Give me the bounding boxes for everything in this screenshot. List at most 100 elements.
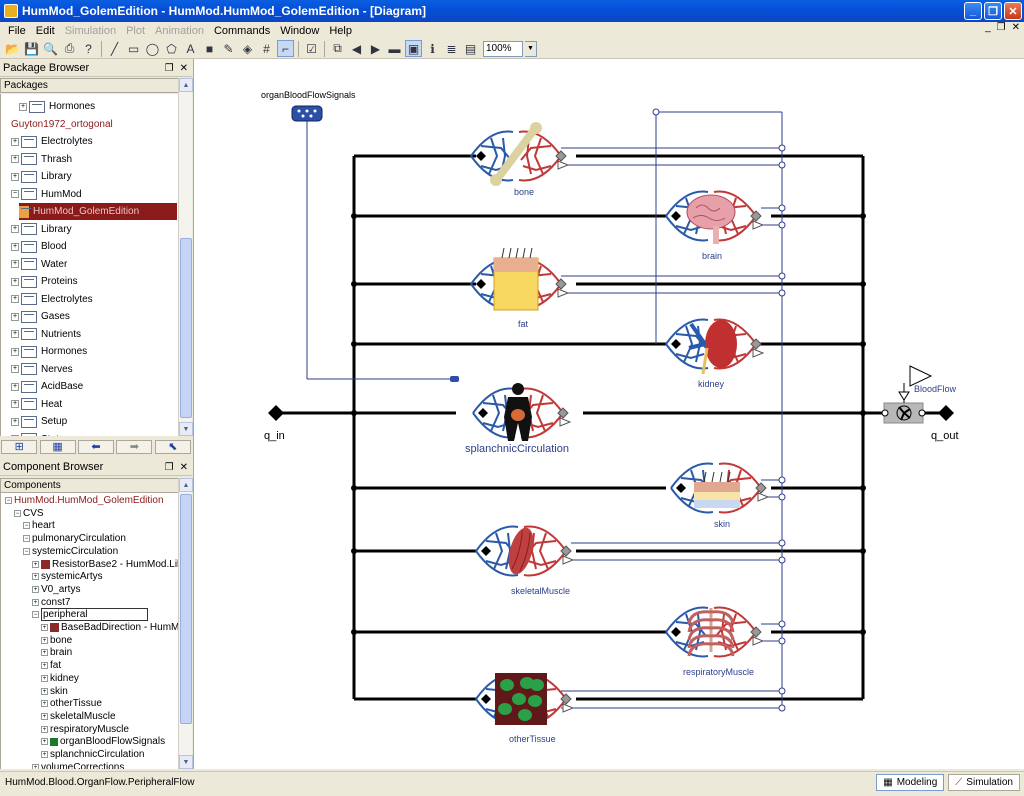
scroll-down-icon[interactable]: ▼ — [179, 422, 193, 436]
expand-icon[interactable]: − — [23, 535, 30, 543]
expand-icon[interactable]: + — [32, 560, 39, 568]
layers-icon[interactable]: ⧉ — [333, 41, 342, 55]
search-icon[interactable]: 🔍 — [43, 41, 58, 56]
expand-icon[interactable]: + — [32, 573, 39, 581]
package-item[interactable]: Guyton1972_ortogonal — [11, 116, 113, 133]
organ-component[interactable]: kidney — [665, 318, 765, 390]
package-item[interactable]: −HumMod — [11, 186, 82, 203]
component-item[interactable]: +skin — [41, 685, 68, 698]
component-item[interactable]: +splanchnicCirculation — [41, 748, 145, 761]
expand-icon[interactable]: − — [23, 547, 30, 555]
expand-icon[interactable]: + — [41, 738, 48, 746]
info-view-icon[interactable]: ℹ — [430, 41, 435, 56]
close-panel-icon[interactable]: ✕ — [179, 461, 188, 473]
text-tool-icon[interactable]: A — [186, 41, 195, 56]
component-item[interactable]: −heart — [23, 519, 55, 532]
bus-connector[interactable] — [291, 105, 323, 122]
expand-icon[interactable]: + — [41, 674, 48, 682]
expand-icon[interactable]: + — [11, 155, 19, 163]
package-item[interactable]: +Proteins — [11, 273, 78, 290]
polygon-tool-icon[interactable]: ⬠ — [166, 41, 177, 56]
zoom-field[interactable]: 100% — [483, 40, 523, 57]
expand-icon[interactable]: + — [11, 312, 19, 321]
expand-icon[interactable]: + — [11, 435, 19, 436]
expand-icon[interactable]: + — [19, 102, 27, 111]
mdi-minimize-icon[interactable]: _ — [985, 22, 991, 33]
package-item[interactable]: HumMod_GolemEdition — [19, 203, 177, 220]
package-item[interactable]: +Gases — [11, 308, 70, 325]
menu-help[interactable]: Help — [329, 24, 352, 37]
expand-icon[interactable]: − — [23, 522, 30, 530]
expand-icon[interactable]: + — [11, 382, 19, 391]
float-icon[interactable]: ❐ — [164, 461, 174, 473]
package-scrollbar[interactable]: ▲ ▼ — [178, 78, 193, 436]
scroll-thumb[interactable] — [180, 494, 192, 724]
expand-icon[interactable]: + — [11, 347, 19, 356]
component-item[interactable]: +const7 — [32, 596, 70, 609]
package-item[interactable]: +Hormones — [19, 98, 95, 115]
organ-component[interactable]: brain — [665, 190, 765, 262]
line-color-icon[interactable]: ✎ — [223, 41, 234, 56]
organ-component[interactable]: bone — [470, 122, 570, 197]
component-item[interactable]: +volumeCorrections — [32, 761, 124, 769]
component-item[interactable]: +respiratoryMuscle — [41, 723, 129, 736]
component-item[interactable]: +otherTissue — [41, 697, 102, 710]
mdi-close-icon[interactable]: ✕ — [1011, 22, 1020, 33]
chevron-down-icon[interactable]: ▼ — [525, 40, 537, 57]
expand-icon[interactable]: + — [11, 295, 19, 303]
expand-icon[interactable]: + — [41, 751, 48, 758]
organ-component[interactable]: skeletalMuscle — [475, 525, 575, 596]
package-item[interactable]: +Library — [11, 221, 72, 238]
q-out-port[interactable] — [938, 405, 954, 421]
ellipse-tool-icon[interactable]: ◯ — [145, 41, 160, 56]
text-view-icon[interactable]: ≣ — [446, 41, 457, 56]
expand-icon[interactable]: + — [11, 417, 19, 426]
expand-icon[interactable]: + — [11, 137, 19, 146]
documentation-icon[interactable]: ▤ — [464, 41, 477, 56]
package-item[interactable]: +Electrolytes — [11, 291, 93, 308]
diagram-view-icon[interactable]: ▣ — [405, 40, 422, 57]
component-item[interactable]: +organBloodFlowSignals — [41, 735, 165, 748]
component-item[interactable]: −peripheral — [32, 608, 149, 622]
component-item[interactable]: −CVS — [14, 507, 44, 520]
expand-icon[interactable]: + — [41, 649, 48, 657]
component-item[interactable]: +systemicArtys — [32, 570, 103, 583]
grid-view-icon[interactable]: ▦ — [39, 439, 76, 454]
component-item[interactable]: +fat — [41, 659, 61, 672]
package-item[interactable]: +Nerves — [11, 361, 73, 378]
minimize-button[interactable]: _ — [964, 2, 982, 20]
help-cursor-icon[interactable]: ? — [85, 41, 92, 56]
package-item[interactable]: +Library — [11, 168, 72, 185]
package-item[interactable]: +Nutrients — [11, 326, 81, 343]
nav-forward-icon[interactable]: ➡ — [116, 439, 153, 454]
component-item[interactable]: −HumMod.HumMod_GolemEdition — [5, 494, 164, 507]
expand-icon[interactable]: + — [41, 687, 48, 695]
scroll-down-icon[interactable]: ▼ — [179, 755, 193, 769]
component-item[interactable]: +brain — [41, 646, 72, 659]
expand-icon[interactable]: + — [11, 172, 19, 181]
organ-component[interactable]: otherTissue — [475, 673, 575, 744]
expand-icon[interactable]: + — [11, 260, 19, 268]
expand-icon[interactable]: + — [41, 624, 48, 631]
nav-up-icon[interactable]: ⬉ — [154, 439, 191, 454]
package-item[interactable]: +Thrash — [11, 151, 72, 168]
line-tool-icon[interactable]: ╱ — [110, 41, 119, 56]
package-item[interactable]: +Water — [11, 256, 67, 273]
package-item[interactable]: +Status — [11, 431, 69, 436]
print-icon[interactable]: ⎙ — [64, 41, 75, 55]
component-item[interactable]: +BaseBadDirection - HumMo... — [41, 621, 178, 634]
scroll-thumb[interactable] — [180, 238, 192, 418]
connect-mode-icon[interactable]: ⌐ — [277, 40, 294, 57]
scroll-up-icon[interactable]: ▲ — [179, 78, 193, 92]
expand-icon[interactable]: + — [32, 598, 39, 606]
fill-color-icon[interactable]: ◈ — [242, 41, 253, 56]
menu-edit[interactable]: Edit — [35, 24, 55, 37]
modeling-mode-button[interactable]: ▦Modeling — [876, 774, 945, 791]
float-icon[interactable]: ❐ — [164, 62, 174, 74]
diagram-canvas[interactable]: organBloodFlowSignals q_in q_out BloodFl… — [193, 59, 1024, 769]
component-item[interactable]: −systemicCirculation — [23, 545, 118, 558]
organ-component[interactable]: respiratoryMuscle — [665, 606, 765, 678]
component-scrollbar[interactable]: ▲ ▼ — [178, 478, 193, 769]
expand-icon[interactable]: + — [32, 585, 39, 593]
open-icon[interactable]: 📂 — [5, 41, 20, 56]
